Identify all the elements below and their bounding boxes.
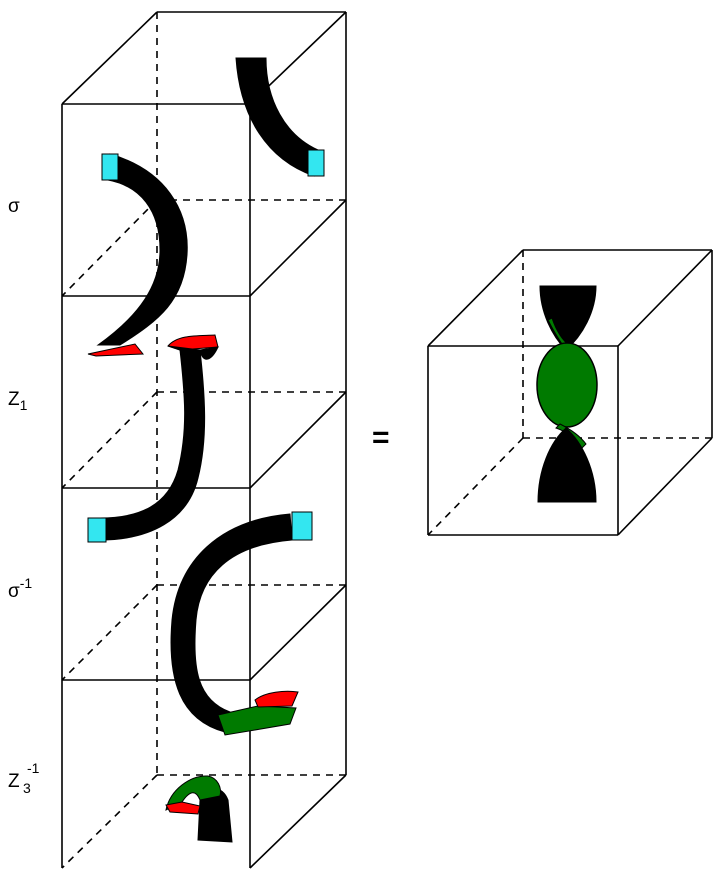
cyan-band-start: [101, 153, 119, 181]
red-band-lower: [254, 690, 299, 708]
cyan-band-right: [291, 511, 313, 541]
red-band-top: [167, 334, 219, 351]
equals-sign: =: [372, 421, 390, 454]
row-labels: σ Z1 σ-1 Z 3 -1 =: [8, 196, 390, 798]
ribbon-z1: [87, 334, 219, 543]
label-z1: Z1: [8, 389, 28, 413]
label-sigma-inverse: σ-1: [8, 575, 32, 602]
ribbon-sigma-front: [87, 153, 188, 357]
ribbon-sigma-inverse: [170, 511, 313, 736]
tower-hidden-edges: [61, 12, 346, 869]
label-sigma: σ: [8, 196, 20, 217]
ribbon-sigma-back: [235, 57, 325, 177]
green-cap: [165, 775, 221, 811]
cube-tower: [61, 11, 347, 869]
result-visible-edges: [427, 249, 713, 536]
label-z3-inverse: Z 3 -1: [8, 760, 40, 798]
red-band-bottom: [165, 801, 201, 815]
twist-green-center: [536, 342, 598, 428]
green-face: [217, 705, 297, 736]
red-band-end: [87, 343, 145, 357]
cyan-band-left: [87, 517, 107, 543]
twisted-ribbon: [536, 285, 598, 503]
cyan-band-end: [307, 149, 325, 177]
ribbon-z3-inverse: [165, 775, 233, 843]
result-cube: [427, 249, 713, 536]
